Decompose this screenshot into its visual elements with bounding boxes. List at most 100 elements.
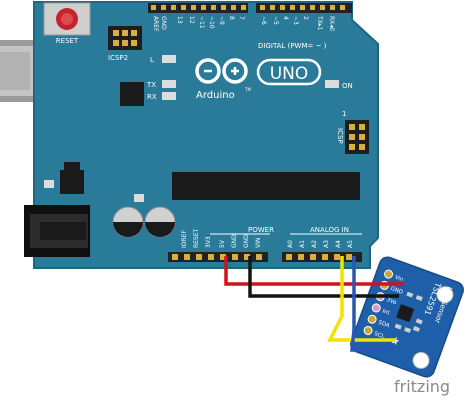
header-pin bbox=[221, 5, 226, 10]
header-pin bbox=[270, 5, 275, 10]
sensor-pin-label: SCL bbox=[373, 331, 386, 341]
header-pin bbox=[340, 5, 345, 10]
digital-pin-label: ~3 bbox=[292, 16, 299, 25]
header-pin bbox=[208, 254, 214, 260]
power-header bbox=[168, 252, 268, 262]
wire-scl bbox=[350, 256, 393, 352]
header-pin bbox=[151, 5, 156, 10]
header-pin bbox=[196, 254, 202, 260]
sensor-pin-label: 3Vo bbox=[386, 297, 398, 306]
header-pin bbox=[184, 254, 190, 260]
sensor-pin-label: GND bbox=[390, 286, 404, 296]
aref-label: AREF bbox=[152, 16, 159, 32]
capacitor-right bbox=[144, 206, 176, 238]
arduino-logo-icon bbox=[195, 58, 248, 84]
power-label: POWER bbox=[248, 226, 274, 234]
wire-gnd bbox=[248, 256, 399, 298]
sensor-pad bbox=[363, 325, 373, 335]
icsp-label: ICSP bbox=[336, 128, 344, 144]
header-pin bbox=[211, 5, 216, 10]
analog-pin-label: A5 bbox=[347, 240, 354, 248]
header-pin bbox=[231, 5, 236, 10]
bottom-header-pins bbox=[172, 254, 352, 260]
digital-header-pins bbox=[151, 5, 345, 10]
uno-badge bbox=[256, 58, 322, 86]
sensor-pad bbox=[367, 314, 377, 324]
header-pin bbox=[286, 254, 292, 260]
smd-component bbox=[44, 180, 54, 188]
header-pin bbox=[280, 5, 285, 10]
sensor-pin-label: Vin bbox=[394, 275, 405, 284]
header-pin bbox=[290, 5, 295, 10]
smd-component-2 bbox=[134, 194, 144, 202]
voltage-regulator bbox=[60, 162, 84, 194]
digital-pin-label: 7 bbox=[238, 16, 245, 20]
analog-pin-label: A3 bbox=[323, 240, 330, 248]
digital-pin-label: ~6 bbox=[260, 16, 267, 25]
header-pin bbox=[220, 254, 226, 260]
header-pin bbox=[322, 254, 328, 260]
trademark-mark: TM bbox=[244, 87, 251, 92]
header-pin bbox=[330, 5, 335, 10]
reset-label: RESET bbox=[56, 37, 79, 45]
usb-chip bbox=[120, 82, 144, 106]
header-pin bbox=[232, 254, 238, 260]
tx-led-label: TX bbox=[146, 81, 156, 89]
tx-led bbox=[162, 80, 176, 88]
digital-pin-label: ~10 bbox=[208, 16, 215, 29]
header-pin bbox=[346, 254, 352, 260]
power-pin-label: RESET bbox=[193, 228, 200, 248]
power-pin-label: GND bbox=[243, 234, 250, 248]
on-led bbox=[325, 80, 339, 88]
arduino-brand-label: Arduino bbox=[196, 90, 235, 101]
digital-header-left bbox=[148, 3, 248, 13]
header-pin bbox=[241, 5, 246, 10]
l-led-label: L bbox=[150, 56, 154, 64]
analog-in-label: ANALOG IN bbox=[310, 226, 349, 234]
header-pin bbox=[256, 254, 262, 260]
uno-label: UNO bbox=[270, 64, 309, 84]
header-pin bbox=[300, 5, 305, 10]
header-pin bbox=[298, 254, 304, 260]
power-pin-label: 5V bbox=[219, 239, 226, 248]
reset-button bbox=[43, 2, 91, 36]
sensor-pad bbox=[384, 269, 394, 279]
digital-pin-label: TX▸1 bbox=[316, 15, 323, 31]
digital-pin-label: RX◂0 bbox=[328, 16, 335, 31]
header-pin bbox=[201, 5, 206, 10]
digital-pin-label: ~11 bbox=[198, 16, 205, 29]
power-pin-label: GND bbox=[231, 234, 238, 248]
microcontroller-chip bbox=[172, 172, 360, 200]
analog-pin-label: A0 bbox=[287, 240, 294, 248]
capacitor-left bbox=[112, 206, 144, 238]
header-pin bbox=[244, 254, 250, 260]
digital-label: DIGITAL (PWM= ~ ) bbox=[258, 42, 327, 50]
analog-pin-label: A2 bbox=[311, 240, 318, 248]
rx-led bbox=[162, 92, 176, 100]
power-jack bbox=[24, 205, 90, 257]
wire-sda bbox=[327, 256, 396, 342]
analog-pin-label: A1 bbox=[299, 240, 306, 248]
top-gnd-label: GND bbox=[160, 16, 167, 30]
header-pin bbox=[191, 5, 196, 10]
icsp-header bbox=[345, 120, 369, 154]
wires bbox=[224, 256, 403, 352]
icsp-pin1-label: 1 bbox=[342, 110, 346, 118]
digital-pin-label: 13 bbox=[176, 16, 183, 24]
header-pin bbox=[172, 254, 178, 260]
analog-pin-label: A4 bbox=[335, 240, 342, 248]
digital-pin-label: ~9 bbox=[218, 16, 225, 25]
header-pin bbox=[260, 5, 265, 10]
fritzing-brand: fritzing bbox=[394, 377, 450, 396]
rx-led-label: RX bbox=[147, 93, 157, 101]
power-pin-label: IOREF bbox=[181, 230, 188, 248]
digital-pin-label: 8 bbox=[228, 16, 235, 20]
header-pin bbox=[310, 254, 316, 260]
icsp2-label: ICSP2 bbox=[108, 54, 128, 62]
digital-pin-label: ~5 bbox=[272, 16, 279, 25]
header-pin bbox=[181, 5, 186, 10]
digital-pin-label: 4 bbox=[282, 16, 289, 20]
